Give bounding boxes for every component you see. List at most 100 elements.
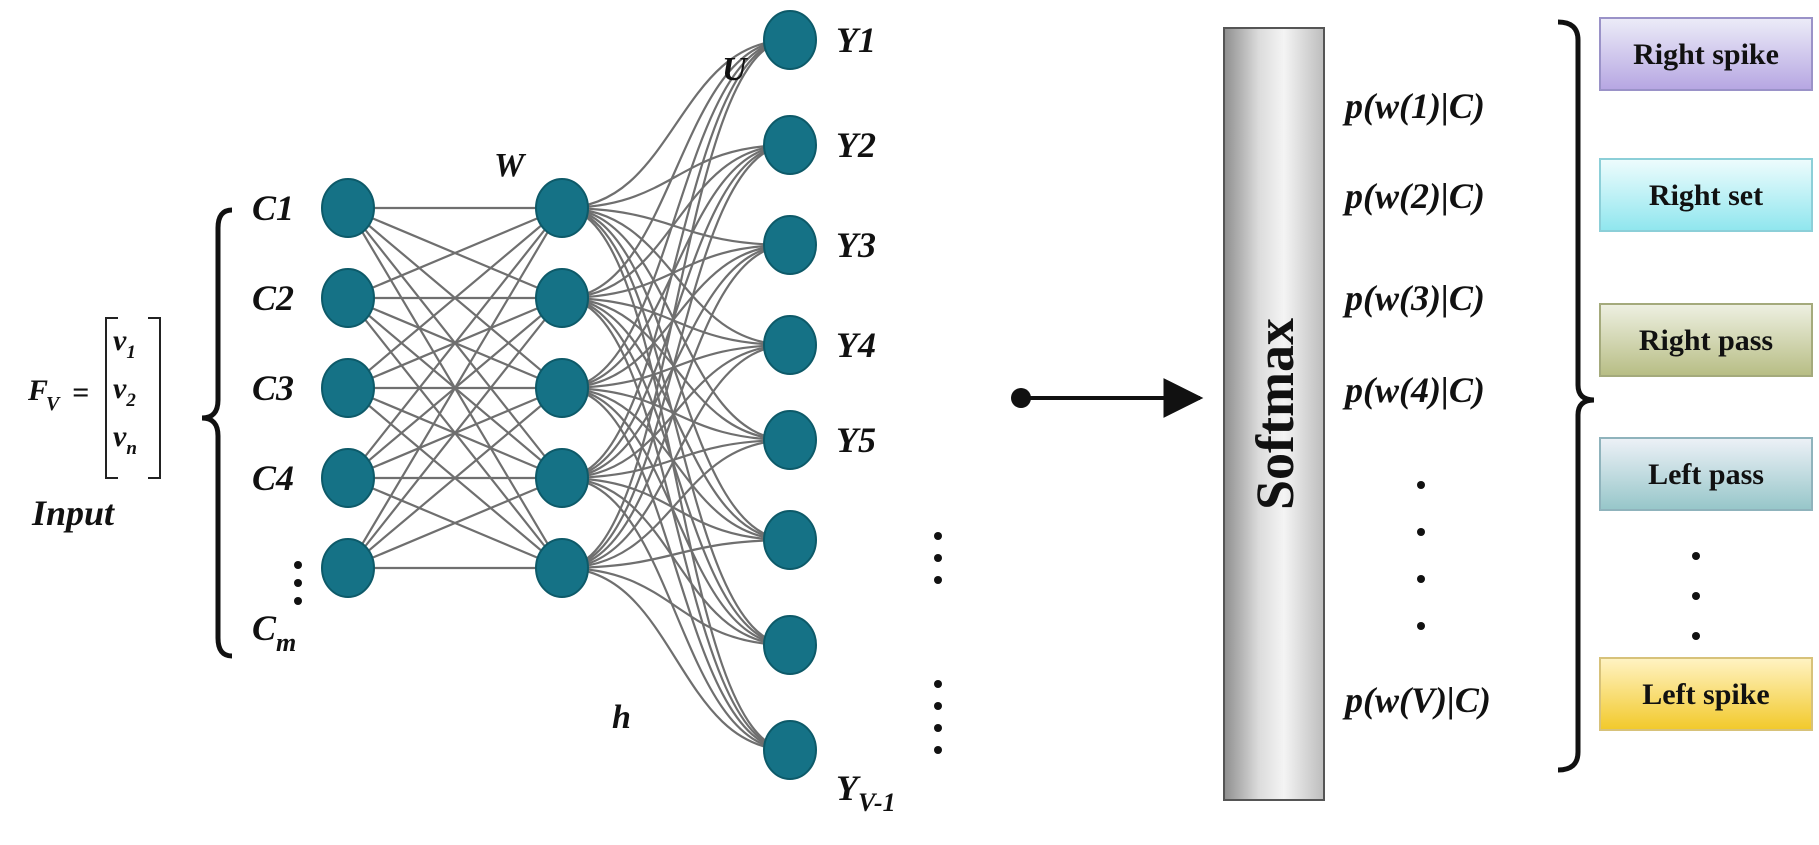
edge-hidden-output — [561, 566, 791, 647]
edge-input-hidden — [347, 476, 563, 570]
probability-label: p(w(4)|C) — [1342, 370, 1485, 410]
hidden-node — [535, 538, 589, 598]
output-label: Y5 — [836, 420, 876, 460]
edge-hidden-output — [561, 206, 791, 542]
edge-hidden-output — [561, 243, 791, 300]
network-edges — [347, 38, 791, 752]
prob-dot — [1417, 622, 1425, 630]
output-dot — [934, 554, 942, 562]
equals-sign: = — [72, 376, 89, 409]
vector-entry: v1 — [113, 324, 136, 363]
output-dot — [934, 576, 942, 584]
output-label-text: Y2 — [836, 125, 876, 165]
weight-w-label: W — [494, 147, 527, 184]
edge-hidden-output — [561, 38, 791, 390]
edge-hidden-output — [561, 143, 791, 210]
edge-hidden-output — [561, 38, 791, 300]
class-box — [1599, 303, 1813, 377]
edge-input-hidden — [347, 207, 563, 569]
context-dot — [294, 579, 302, 587]
edge-hidden-output — [561, 538, 791, 570]
edge-hidden-output — [561, 438, 791, 570]
edge-hidden-output — [561, 38, 791, 210]
class-box — [1599, 657, 1813, 731]
context-dot — [294, 597, 302, 605]
weight-u-label: U — [722, 51, 749, 88]
edge-hidden-output — [561, 296, 791, 542]
edge-hidden-output — [561, 386, 791, 752]
hidden-node — [535, 178, 589, 238]
vector-entry-base: v — [113, 372, 127, 405]
hidden-layer — [535, 178, 589, 598]
context-node — [321, 358, 375, 418]
context-label: C2 — [252, 278, 294, 318]
hidden-node — [535, 358, 589, 418]
edge-input-hidden — [347, 387, 563, 569]
output-label-text: Y1 — [836, 20, 876, 60]
context-node — [321, 538, 375, 598]
edge-input-hidden — [347, 206, 563, 300]
edge-hidden-output — [561, 476, 791, 647]
probability-label: p(w(1)|C) — [1342, 86, 1485, 126]
right-bracket — [148, 317, 161, 479]
vector-entry-sub: n — [126, 438, 137, 459]
context-node — [321, 448, 375, 508]
context-layer — [321, 178, 375, 598]
edge-hidden-output — [561, 476, 791, 542]
context-dot — [294, 561, 302, 569]
edge-hidden-output — [561, 206, 791, 247]
output-dot — [934, 724, 942, 732]
hidden-label: h — [612, 699, 631, 736]
output-node — [763, 615, 817, 675]
vector-entry-sub: 2 — [125, 390, 136, 411]
output-label: Y2 — [836, 125, 876, 165]
output-label: Y4 — [836, 325, 876, 365]
output-node — [763, 215, 817, 275]
class-label: Left spike — [1642, 678, 1770, 711]
context-label-text: C4 — [252, 458, 294, 498]
vector-entry: vn — [113, 420, 137, 459]
output-label-text: Y4 — [836, 325, 876, 365]
prob-dot — [1417, 575, 1425, 583]
edge-hidden-output — [561, 143, 791, 570]
edge-hidden-output — [561, 143, 791, 390]
vector-entry: v2 — [113, 372, 136, 411]
class-box — [1599, 158, 1813, 232]
softmax-label: Softmax — [1245, 318, 1305, 510]
context-label: C1 — [252, 188, 294, 228]
output-label-text: Y5 — [836, 420, 876, 460]
prob-dot — [1417, 481, 1425, 489]
edge-hidden-output — [561, 38, 791, 570]
hidden-node — [535, 268, 589, 328]
output-node — [763, 720, 817, 780]
edge-hidden-output — [561, 206, 791, 442]
edge-hidden-output — [561, 206, 791, 347]
edge-hidden-output — [561, 386, 791, 442]
vector-entry-base: v — [113, 420, 127, 453]
output-dot — [934, 746, 942, 754]
class-label: Right spike — [1633, 38, 1779, 71]
edge-hidden-output — [561, 243, 791, 570]
class-box — [1599, 437, 1813, 511]
vector-entry-sub: 1 — [126, 342, 136, 363]
context-label-subscript: m — [276, 628, 296, 657]
output-node — [763, 115, 817, 175]
hidden-node — [535, 448, 589, 508]
context-label: Cm — [252, 608, 296, 657]
output-dot — [934, 702, 942, 710]
output-label-subscript: V-1 — [858, 788, 896, 817]
context-label: C3 — [252, 368, 294, 408]
context-label-text: C1 — [252, 188, 294, 228]
edge-hidden-output — [561, 566, 791, 752]
edge-hidden-output — [561, 343, 791, 480]
context-label-text: C2 — [252, 278, 294, 318]
class-dot — [1692, 632, 1700, 640]
output-dot — [934, 680, 942, 688]
class-label: Left pass — [1648, 458, 1764, 491]
probability-label: p(w(2)|C) — [1342, 176, 1485, 216]
input-brace — [201, 207, 233, 659]
